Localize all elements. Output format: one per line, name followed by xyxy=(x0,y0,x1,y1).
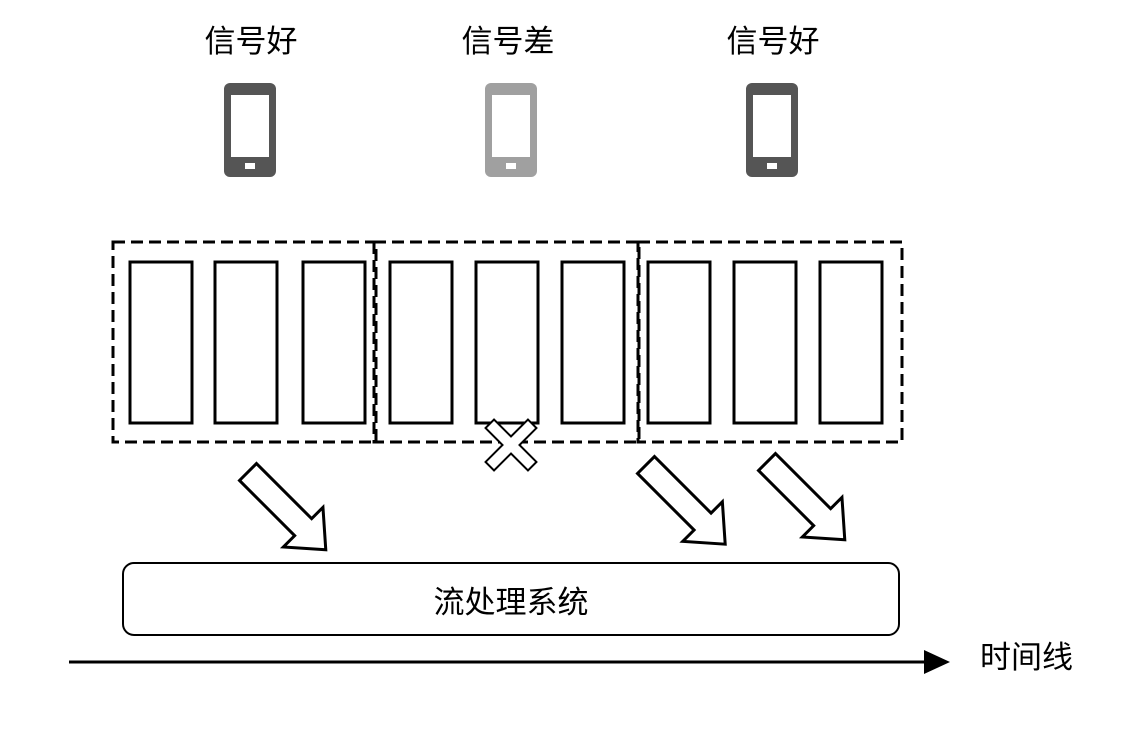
phone-label-1: 信号好 xyxy=(204,24,298,60)
process-label: 流处理系统 xyxy=(433,584,589,621)
phone-label-3: 信号好 xyxy=(726,24,820,60)
timeline-arrowhead xyxy=(924,650,950,674)
window-1 xyxy=(111,240,378,444)
frame xyxy=(474,260,540,425)
frame xyxy=(128,260,194,425)
phone-icon xyxy=(746,83,798,177)
frame xyxy=(732,260,798,425)
stream-processing-box: 流处理系统 xyxy=(122,562,900,636)
phone-icon xyxy=(485,83,537,177)
timeline-label: 时间线 xyxy=(980,640,1073,676)
phone-label-2: 信号差 xyxy=(461,24,555,60)
cross-icon xyxy=(484,418,538,472)
frame xyxy=(560,260,626,425)
frame xyxy=(388,260,454,425)
frame xyxy=(818,260,884,425)
arrow-icon xyxy=(635,454,727,546)
arrow-icon xyxy=(756,451,847,542)
frame xyxy=(646,260,712,425)
frame xyxy=(301,260,367,425)
frame xyxy=(213,260,279,425)
window-3 xyxy=(636,240,904,444)
phone-icon xyxy=(224,83,276,177)
arrow-icon xyxy=(237,461,328,552)
